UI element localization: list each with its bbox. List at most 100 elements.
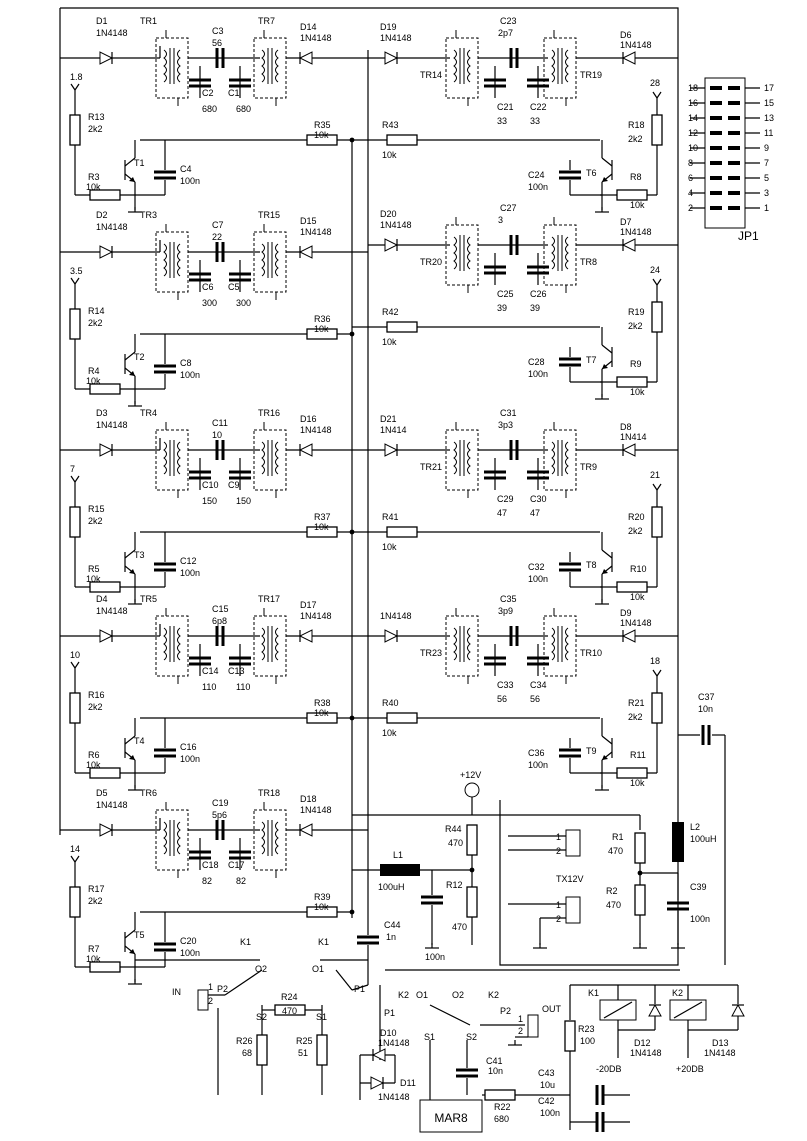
cap-ref: C6 <box>202 282 214 292</box>
diode-body <box>99 51 114 65</box>
emitter-resistor <box>89 961 121 973</box>
cap-value: 300 <box>236 298 251 308</box>
transistor-arrow <box>602 755 608 760</box>
cap-ref: C32 <box>528 562 545 572</box>
ground-symbol <box>595 394 609 400</box>
resistor-ref: R38 <box>314 698 331 708</box>
cap-ref: C11 <box>212 418 228 428</box>
transistor-collector <box>124 157 136 167</box>
cap-value: 39 <box>530 303 540 313</box>
cap-ref: C2 <box>202 88 214 98</box>
transformer-coil <box>551 441 555 475</box>
resistor-value: 10k <box>382 542 397 552</box>
transformer-in <box>445 30 479 106</box>
cap-value: 150 <box>236 496 251 506</box>
resistor-value: 10k <box>86 574 101 584</box>
transistor-arrow <box>129 949 135 954</box>
diode-out <box>298 823 313 837</box>
junction-dot <box>349 137 355 143</box>
diode-body <box>298 443 313 457</box>
diode-ref: D1 <box>96 16 108 26</box>
resistor-r1 <box>634 832 646 864</box>
cap-value: 10n <box>698 704 713 714</box>
cap-value: 22 <box>212 232 222 242</box>
bias-resistor <box>651 114 663 146</box>
transformer-shield <box>155 37 189 99</box>
diode-body <box>298 245 313 259</box>
connector-pin <box>728 86 740 90</box>
cap-ref: C22 <box>530 102 547 112</box>
connector-pin-number: 2 <box>688 203 693 213</box>
resistor-value: 10k <box>314 324 329 334</box>
diode-ref: D15 <box>300 216 317 226</box>
ground-symbol <box>128 599 142 605</box>
transistor-arrow <box>602 364 608 369</box>
wire <box>429 1004 471 1026</box>
transistor-collector <box>124 735 136 745</box>
decoupling-capacitor <box>154 748 176 758</box>
transformer-coil <box>551 49 555 83</box>
transformer-coil <box>163 441 167 475</box>
cap-value: 39 <box>497 303 507 313</box>
resistor-r24 <box>274 1004 306 1016</box>
diode-ref: D8 <box>620 422 632 432</box>
cap-value: 3p9 <box>498 606 513 616</box>
diode-body <box>384 443 399 457</box>
cap-ref: C35 <box>500 594 517 604</box>
diode-in <box>384 51 399 65</box>
transformer-coil <box>261 49 265 83</box>
transformer-shield <box>543 224 577 286</box>
connector-pin-number: 13 <box>764 113 774 123</box>
connector-pin-number: 8 <box>688 158 693 168</box>
antenna-symbol <box>652 91 662 100</box>
resistor-ref: R2 <box>606 886 618 896</box>
resistor-ref: R36 <box>314 314 331 324</box>
transformer-ref: TR18 <box>258 788 280 798</box>
resistor-r26 <box>256 1034 268 1066</box>
transistor-ref: T6 <box>586 168 597 178</box>
cap-ref: C21 <box>497 102 514 112</box>
antenna-symbol <box>70 475 80 484</box>
transformer-out <box>253 30 287 106</box>
junction-dot <box>469 867 475 873</box>
relay-label: K1 <box>588 988 599 998</box>
resistor-ref: R11 <box>630 750 646 760</box>
antenna-symbol <box>70 855 80 864</box>
antenna-band: 24 <box>650 265 660 275</box>
diode-out <box>621 238 636 252</box>
transformer-coil <box>551 236 555 270</box>
transformer-ref: TR6 <box>140 788 157 798</box>
cap-value: 47 <box>497 508 507 518</box>
transistor <box>601 549 613 575</box>
ground-symbol <box>425 943 439 949</box>
diode-value: 1N4148 <box>96 222 128 232</box>
resistor-value: 2k2 <box>88 124 103 134</box>
antenna-v <box>70 661 80 670</box>
transistor <box>124 929 136 955</box>
transformer-shield <box>543 37 577 99</box>
resistor-value: 2k2 <box>88 516 103 526</box>
resistor-ref: R3 <box>88 172 100 182</box>
jumper <box>565 896 581 924</box>
transformer-coil <box>177 49 181 83</box>
transformer-ref: TR15 <box>258 210 280 220</box>
resistor-ref: R15 <box>88 504 105 514</box>
cap-ref: C23 <box>500 16 517 26</box>
connector-pin <box>728 101 740 105</box>
resistor-ref: R40 <box>382 698 399 708</box>
connector-pin <box>728 116 740 120</box>
diode-ref: D4 <box>96 594 108 604</box>
bias-resistor <box>69 114 81 146</box>
diode-in <box>384 629 399 643</box>
pin-label: 1 <box>208 982 213 992</box>
antenna-symbol <box>652 483 662 492</box>
junction-dot <box>637 870 643 876</box>
cap-value: 3 <box>498 215 503 225</box>
transformer-coil <box>275 627 279 661</box>
resistor-ref: R12 <box>446 880 463 890</box>
transformer-shield <box>253 809 287 871</box>
resistor-ref: R10 <box>630 564 647 574</box>
transformer-shield <box>543 615 577 677</box>
diode-in <box>384 238 399 252</box>
resonator-capacitor <box>189 656 211 666</box>
